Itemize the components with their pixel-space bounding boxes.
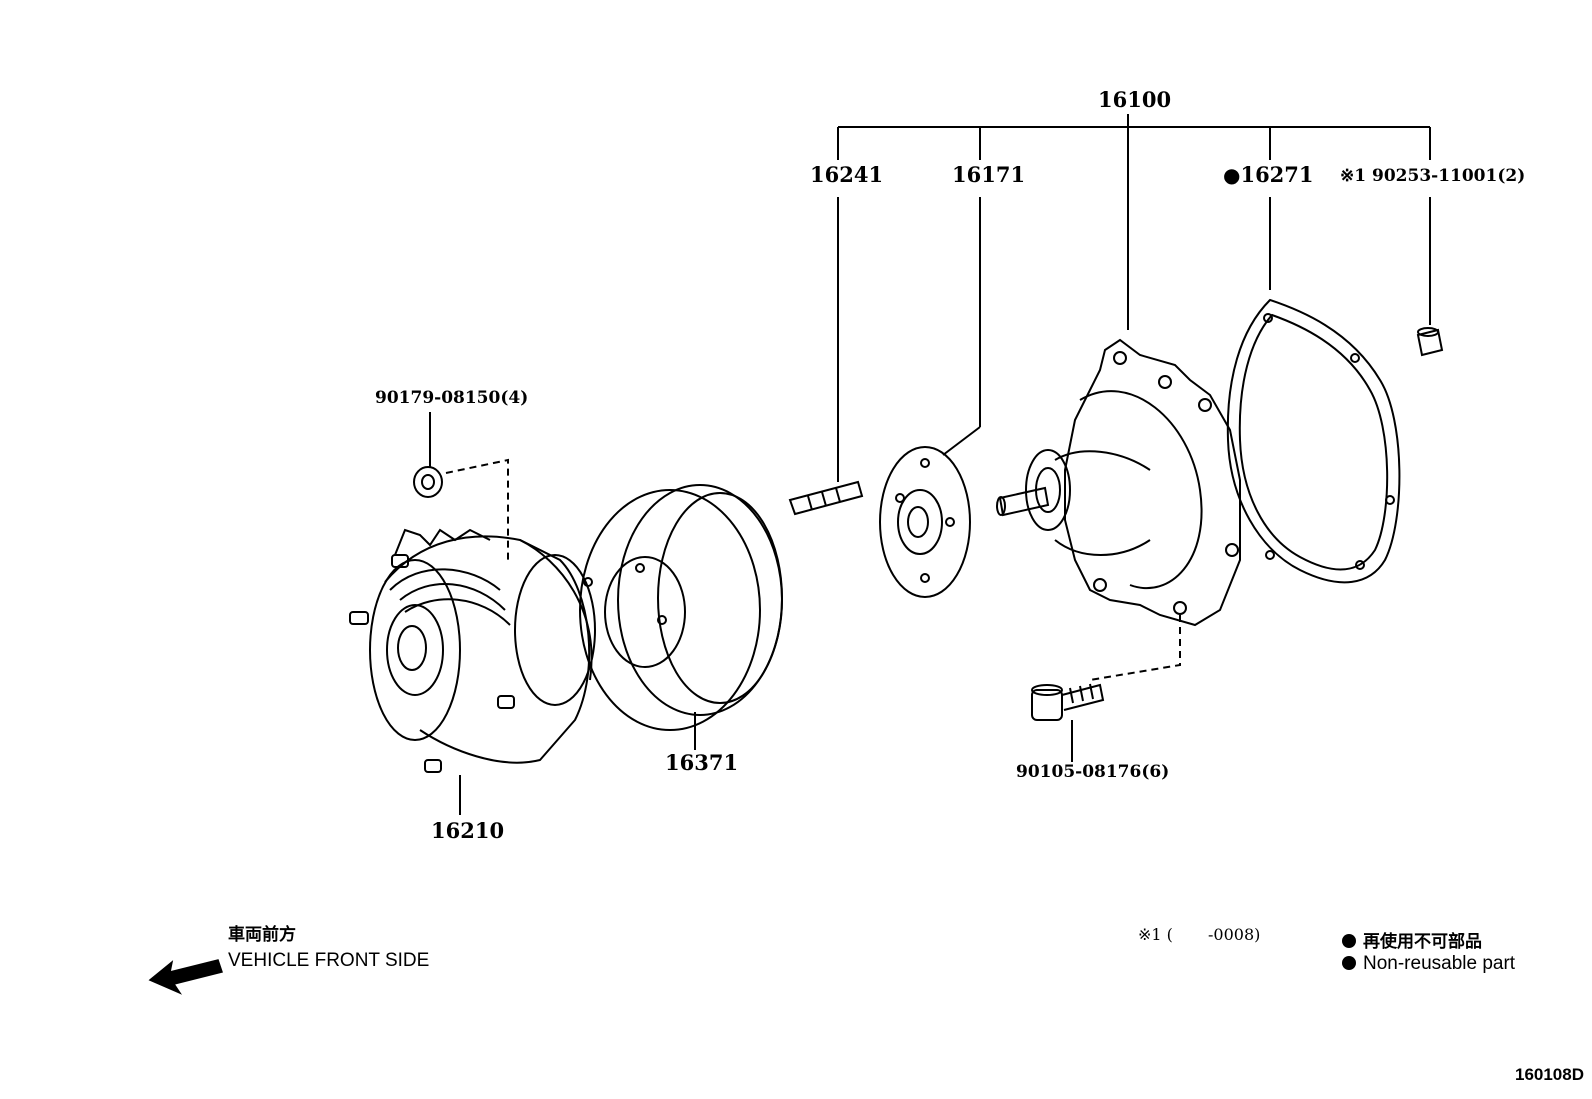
nonreusable-jp-text: 再使用不可部品 (1363, 932, 1482, 952)
label-stud-16241[interactable]: 16241 (810, 162, 884, 187)
pulley-part (579, 484, 783, 750)
nut-part (413, 412, 509, 560)
bullet-dot-icon (1342, 956, 1356, 970)
vehicle-front-en: VEHICLE FRONT SIDE (228, 950, 430, 971)
footnote-legend-mark: ※1 ( (1138, 925, 1173, 944)
nonreusable-legend-en: Non-reusable part (1342, 953, 1515, 975)
flange-part (879, 446, 971, 598)
gasket-part (1226, 298, 1401, 584)
label-pin-number: 90253-11001(2) (1372, 166, 1526, 186)
water-pump-body (996, 338, 1241, 681)
fan-clutch-part (349, 528, 596, 815)
bullet-dot-icon (1342, 934, 1356, 948)
assembly-leader-lines (837, 114, 1431, 482)
diagram-code: 160108D (1514, 1065, 1584, 1084)
label-nut-90179[interactable]: 90179-08150(4) (375, 388, 529, 408)
label-gasket-16271[interactable]: ●16271 (1223, 162, 1314, 187)
vehicle-front-arrow-icon (148, 959, 223, 995)
pin-part (1416, 327, 1444, 357)
footnote-legend-range: -0008) (1208, 925, 1261, 944)
nonreusable-en-text: Non-reusable part (1363, 953, 1516, 974)
label-assembly-16100[interactable]: 16100 (1098, 87, 1172, 112)
label-flange-16171[interactable]: 16171 (952, 162, 1026, 187)
nonreusable-legend-jp: 再使用不可部品 (1342, 927, 1482, 952)
nonreusable-dot-icon: ● (1223, 163, 1241, 187)
label-bolt-90105[interactable]: 90105-08176(6) (1016, 762, 1170, 782)
stud-part (788, 480, 864, 516)
label-pulley-16371[interactable]: 16371 (665, 750, 739, 775)
label-fan-clutch-16210[interactable]: 16210 (431, 818, 505, 843)
footnote-legend: ※1 ( -0008) (1138, 925, 1260, 944)
vehicle-front-jp: 車両前方 (228, 925, 296, 945)
footnote-mark: ※1 (1340, 166, 1367, 186)
label-pin-90253[interactable]: ※1 90253-11001(2) (1340, 166, 1525, 186)
bolt-part (1031, 683, 1105, 762)
label-gasket-number: 16271 (1240, 162, 1314, 187)
